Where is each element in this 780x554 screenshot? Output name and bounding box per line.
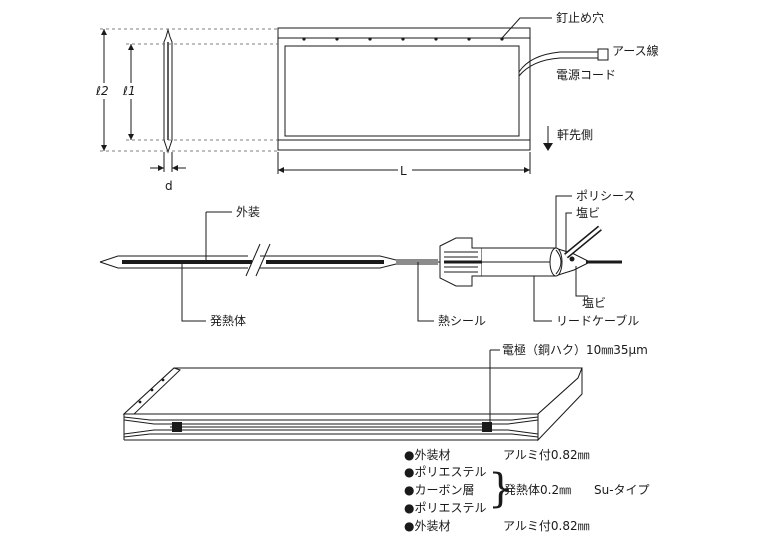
power-cord-label: 電源コード [556, 68, 616, 82]
nail-hole [401, 37, 405, 41]
layer-line [123, 419, 539, 425]
panel-right-face [537, 367, 583, 442]
layer-spec: アルミ付0.82㎜ [503, 448, 590, 462]
d-label: d [165, 179, 173, 193]
nail-hole [161, 378, 165, 382]
nail-hole [500, 37, 504, 41]
dim-arrow [128, 134, 134, 140]
cord-end [597, 48, 609, 61]
sheath-top-right [260, 255, 438, 261]
eave-arrow-head [543, 143, 553, 151]
electrode-label: 電極（銅ハク）10㎜35μm [502, 342, 648, 357]
cable-end-inner [555, 249, 562, 275]
dim-label-mask [398, 162, 412, 178]
layer-item: ●ポリエステル [404, 465, 487, 479]
sheath-top-left [99, 255, 248, 263]
layer-item: ●外装材 [404, 448, 451, 462]
heat-seal-leader [417, 262, 434, 322]
layer-line [123, 433, 539, 438]
polysheath-label: ポリシース [576, 189, 635, 203]
layer-line [123, 416, 539, 421]
pvc-upper-leader [565, 212, 572, 254]
electrode-right [482, 422, 492, 432]
nail-hole [302, 37, 306, 41]
outer-label: 外装 [236, 205, 260, 219]
nail-hole-row [302, 37, 504, 41]
layer-item: ●カーボン層 [404, 483, 475, 497]
nail-hole [434, 37, 438, 41]
panel-outline [277, 27, 531, 151]
dim-arrow [278, 167, 284, 173]
dim-label-mask [122, 83, 140, 99]
cable-end [549, 247, 563, 277]
polysheath-leader [555, 195, 572, 248]
nail-holes-label: 釘止め穴 [556, 10, 604, 25]
break-mark [255, 243, 271, 277]
dim-arrow [101, 145, 107, 151]
nail-hole [467, 37, 471, 41]
earth-wire-label: アース線 [612, 43, 659, 58]
L-label: L [400, 164, 407, 178]
dim-arrow [172, 165, 178, 171]
power-cord-line [518, 57, 604, 77]
dim-arrow [524, 167, 530, 173]
heating-element-label: 発熱体 [210, 314, 246, 328]
nail-hole [150, 388, 154, 392]
nail-hole [368, 37, 372, 41]
l2-label: ℓ2 [95, 84, 109, 98]
heating-area [284, 45, 520, 137]
pvc-upper-wire-core [565, 226, 601, 258]
pvc-upper-label: 塩ビ [576, 205, 600, 220]
earth-wire [518, 51, 604, 73]
heat-seal-label: 熱シール [438, 314, 486, 328]
lead-cable-leader [533, 276, 552, 322]
nail-hole [335, 37, 339, 41]
panel-3d: 電極（銅ハク）10㎜35μm [122, 342, 648, 442]
panel-top-surface [122, 367, 583, 415]
pvc-lower-label: 塩ビ [582, 295, 606, 310]
nail-holes-leader [501, 17, 552, 39]
sheath-bottom-left [99, 261, 248, 269]
group-brace: } [488, 466, 513, 512]
dim-label-mask [95, 83, 113, 99]
top-view: 釘止め穴 アース線 電源コード 軒先側 ℓ2 ℓ1 [95, 10, 659, 193]
electrode-left [172, 422, 182, 432]
dim-arrow [128, 44, 134, 50]
sheath-bottom-right [260, 263, 438, 269]
heating-element-leader [181, 264, 206, 322]
pvc-lower-leader [575, 266, 588, 297]
layer-item: ●ポリエステル [404, 501, 487, 515]
break-mark [245, 243, 261, 277]
lead-cable-label: リードケーブル [556, 313, 639, 328]
nail-hole [138, 400, 142, 404]
layer-spec: アルミ付0.82㎜ [503, 519, 590, 533]
layer-item: ●外装材 [404, 519, 451, 533]
dim-arrow [158, 165, 164, 171]
layer-list: ●外装材 アルミ付0.82㎜ ●ポリエステル ●カーボン層 ●ポリエステル } … [404, 448, 650, 533]
connection-point [569, 256, 575, 262]
group-type: Su-タイプ [594, 483, 650, 497]
dim-arrow [101, 29, 107, 35]
group-spec: 発熱体0.2㎜ [504, 483, 571, 497]
cross-section: 外装 発熱体 熱シール リードケーブル ポリシース 塩ビ 塩ビ [99, 189, 639, 328]
l1-label: ℓ1 [122, 84, 136, 98]
layer-line [123, 429, 539, 435]
eave-side-label: 軒先側 [557, 128, 593, 142]
